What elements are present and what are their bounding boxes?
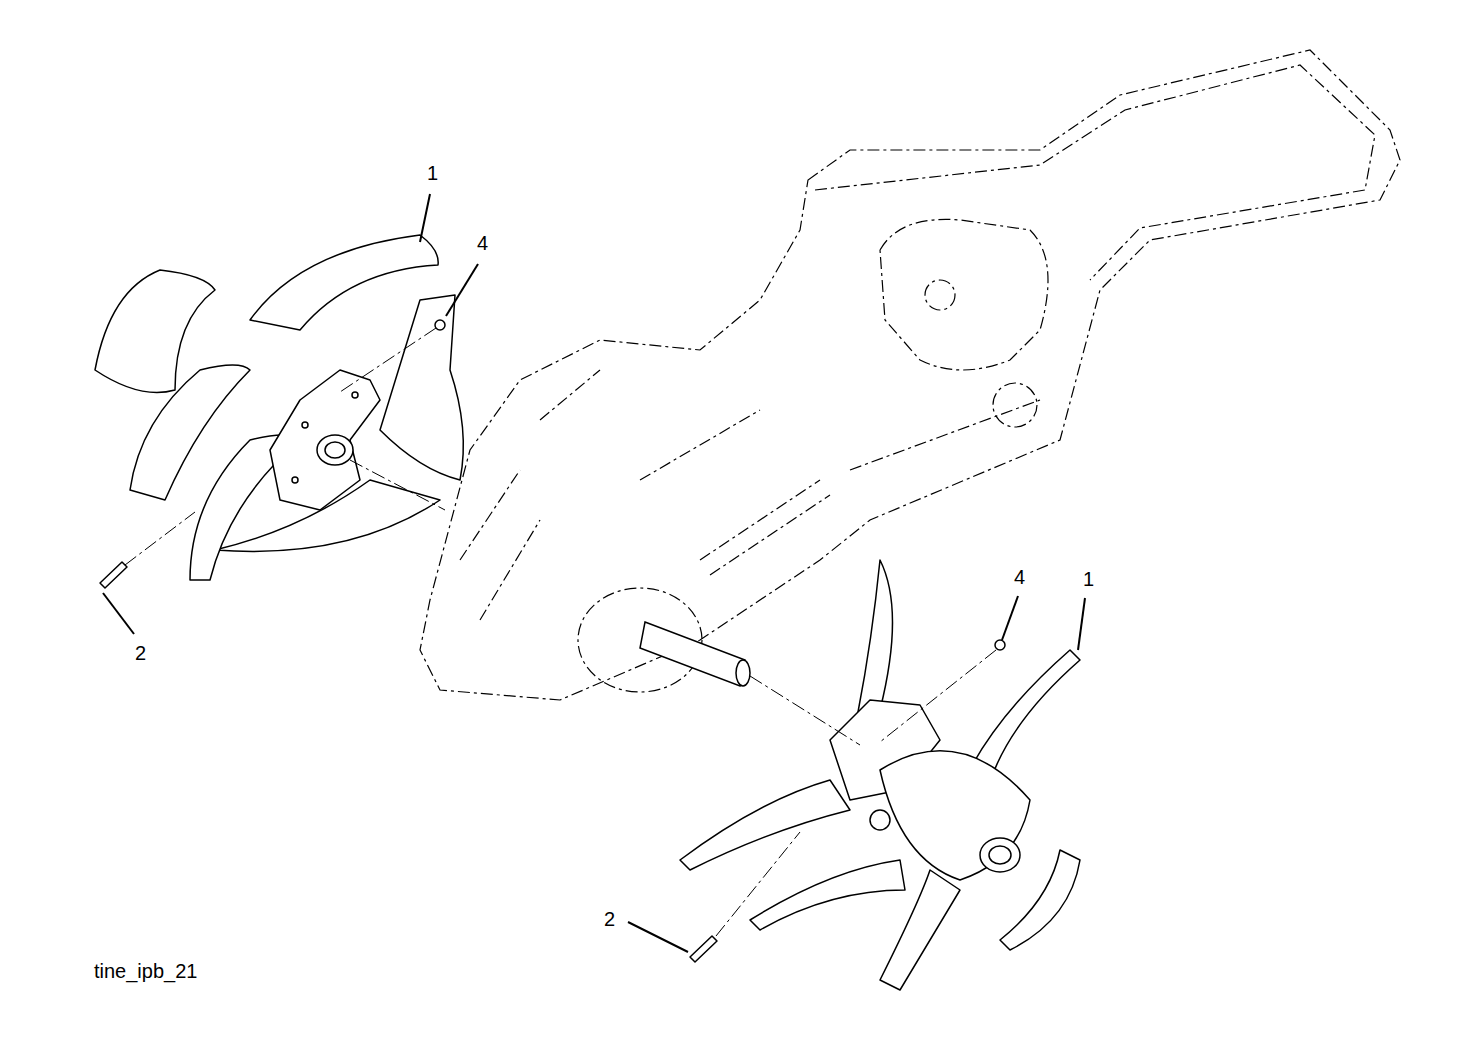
callout-number: 4	[476, 232, 489, 254]
transmission-housing	[420, 50, 1400, 700]
shaft	[640, 622, 750, 686]
left-tine-assembly	[95, 235, 463, 588]
callout-number: 4	[1013, 566, 1026, 588]
figure-id: tine_ipb_21	[93, 960, 198, 982]
callout-number: 2	[134, 642, 147, 664]
leader-lines	[103, 194, 1085, 952]
callout-number: 1	[426, 162, 439, 184]
callout-number: 1	[1082, 568, 1095, 590]
right-tine-assembly	[680, 560, 1080, 990]
callout-number: 2	[603, 908, 616, 930]
assembly-axis-lines	[125, 328, 996, 936]
